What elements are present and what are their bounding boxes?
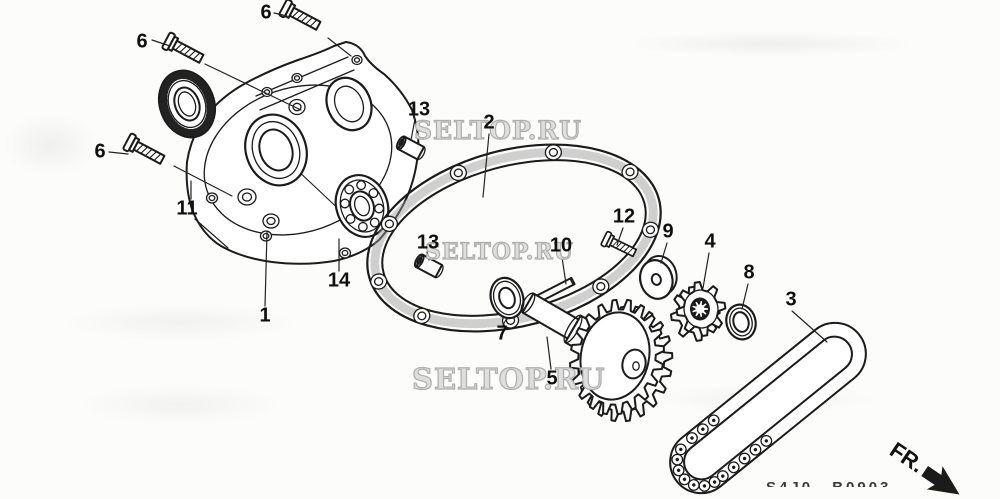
callout-8: 8: [743, 261, 755, 284]
part-sprocket-large: [559, 291, 684, 431]
part-washer-9: [638, 255, 678, 300]
part-oil-seal: [157, 69, 217, 139]
watermark: SELTOP.RU: [413, 115, 582, 145]
callout-4: 4: [704, 230, 716, 253]
part-dowel-pin-a: [395, 135, 426, 161]
leader-lines: [108, 12, 828, 370]
callout-6: 6: [94, 140, 106, 163]
part-gasket: [366, 143, 662, 333]
part-seal-ring-8: [725, 303, 757, 341]
part-dowel-pin-b: [413, 253, 444, 279]
part-chain: [669, 321, 867, 495]
part-bolt-6c: [122, 132, 166, 165]
callout-9: 9: [662, 220, 674, 243]
part-bolt-12: [600, 230, 638, 258]
callout-5: 5: [546, 367, 558, 390]
callout-12: 12: [612, 205, 636, 228]
part-bearing: [334, 174, 390, 238]
diagram-code-text: S4J0 B0903: [766, 479, 891, 487]
callout-3: 3: [785, 288, 797, 311]
callout-2: 2: [483, 111, 495, 134]
callout-6: 6: [136, 30, 148, 53]
callout-14: 14: [327, 269, 351, 292]
callout-6: 6: [260, 1, 272, 24]
callout-7: 7: [496, 322, 508, 345]
callout-13: 13: [416, 231, 440, 254]
diagram-code: S4J0 B0903: [766, 479, 891, 487]
callout-11: 11: [176, 197, 198, 220]
part-sprocket-small: [667, 279, 729, 344]
callout-13: 13: [407, 98, 431, 121]
front-direction-arrow: FR.: [885, 437, 960, 495]
watermark: SELTOP.RU: [411, 361, 606, 396]
part-bolt-6b: [278, 0, 322, 31]
callout-10: 10: [549, 234, 573, 257]
callout-1: 1: [259, 304, 271, 327]
front-direction-label: FR.: [885, 437, 928, 478]
part-bolt-6a: [161, 31, 205, 64]
part-washer-7: [489, 276, 525, 320]
watermark: SELTOP.RU: [424, 238, 574, 265]
